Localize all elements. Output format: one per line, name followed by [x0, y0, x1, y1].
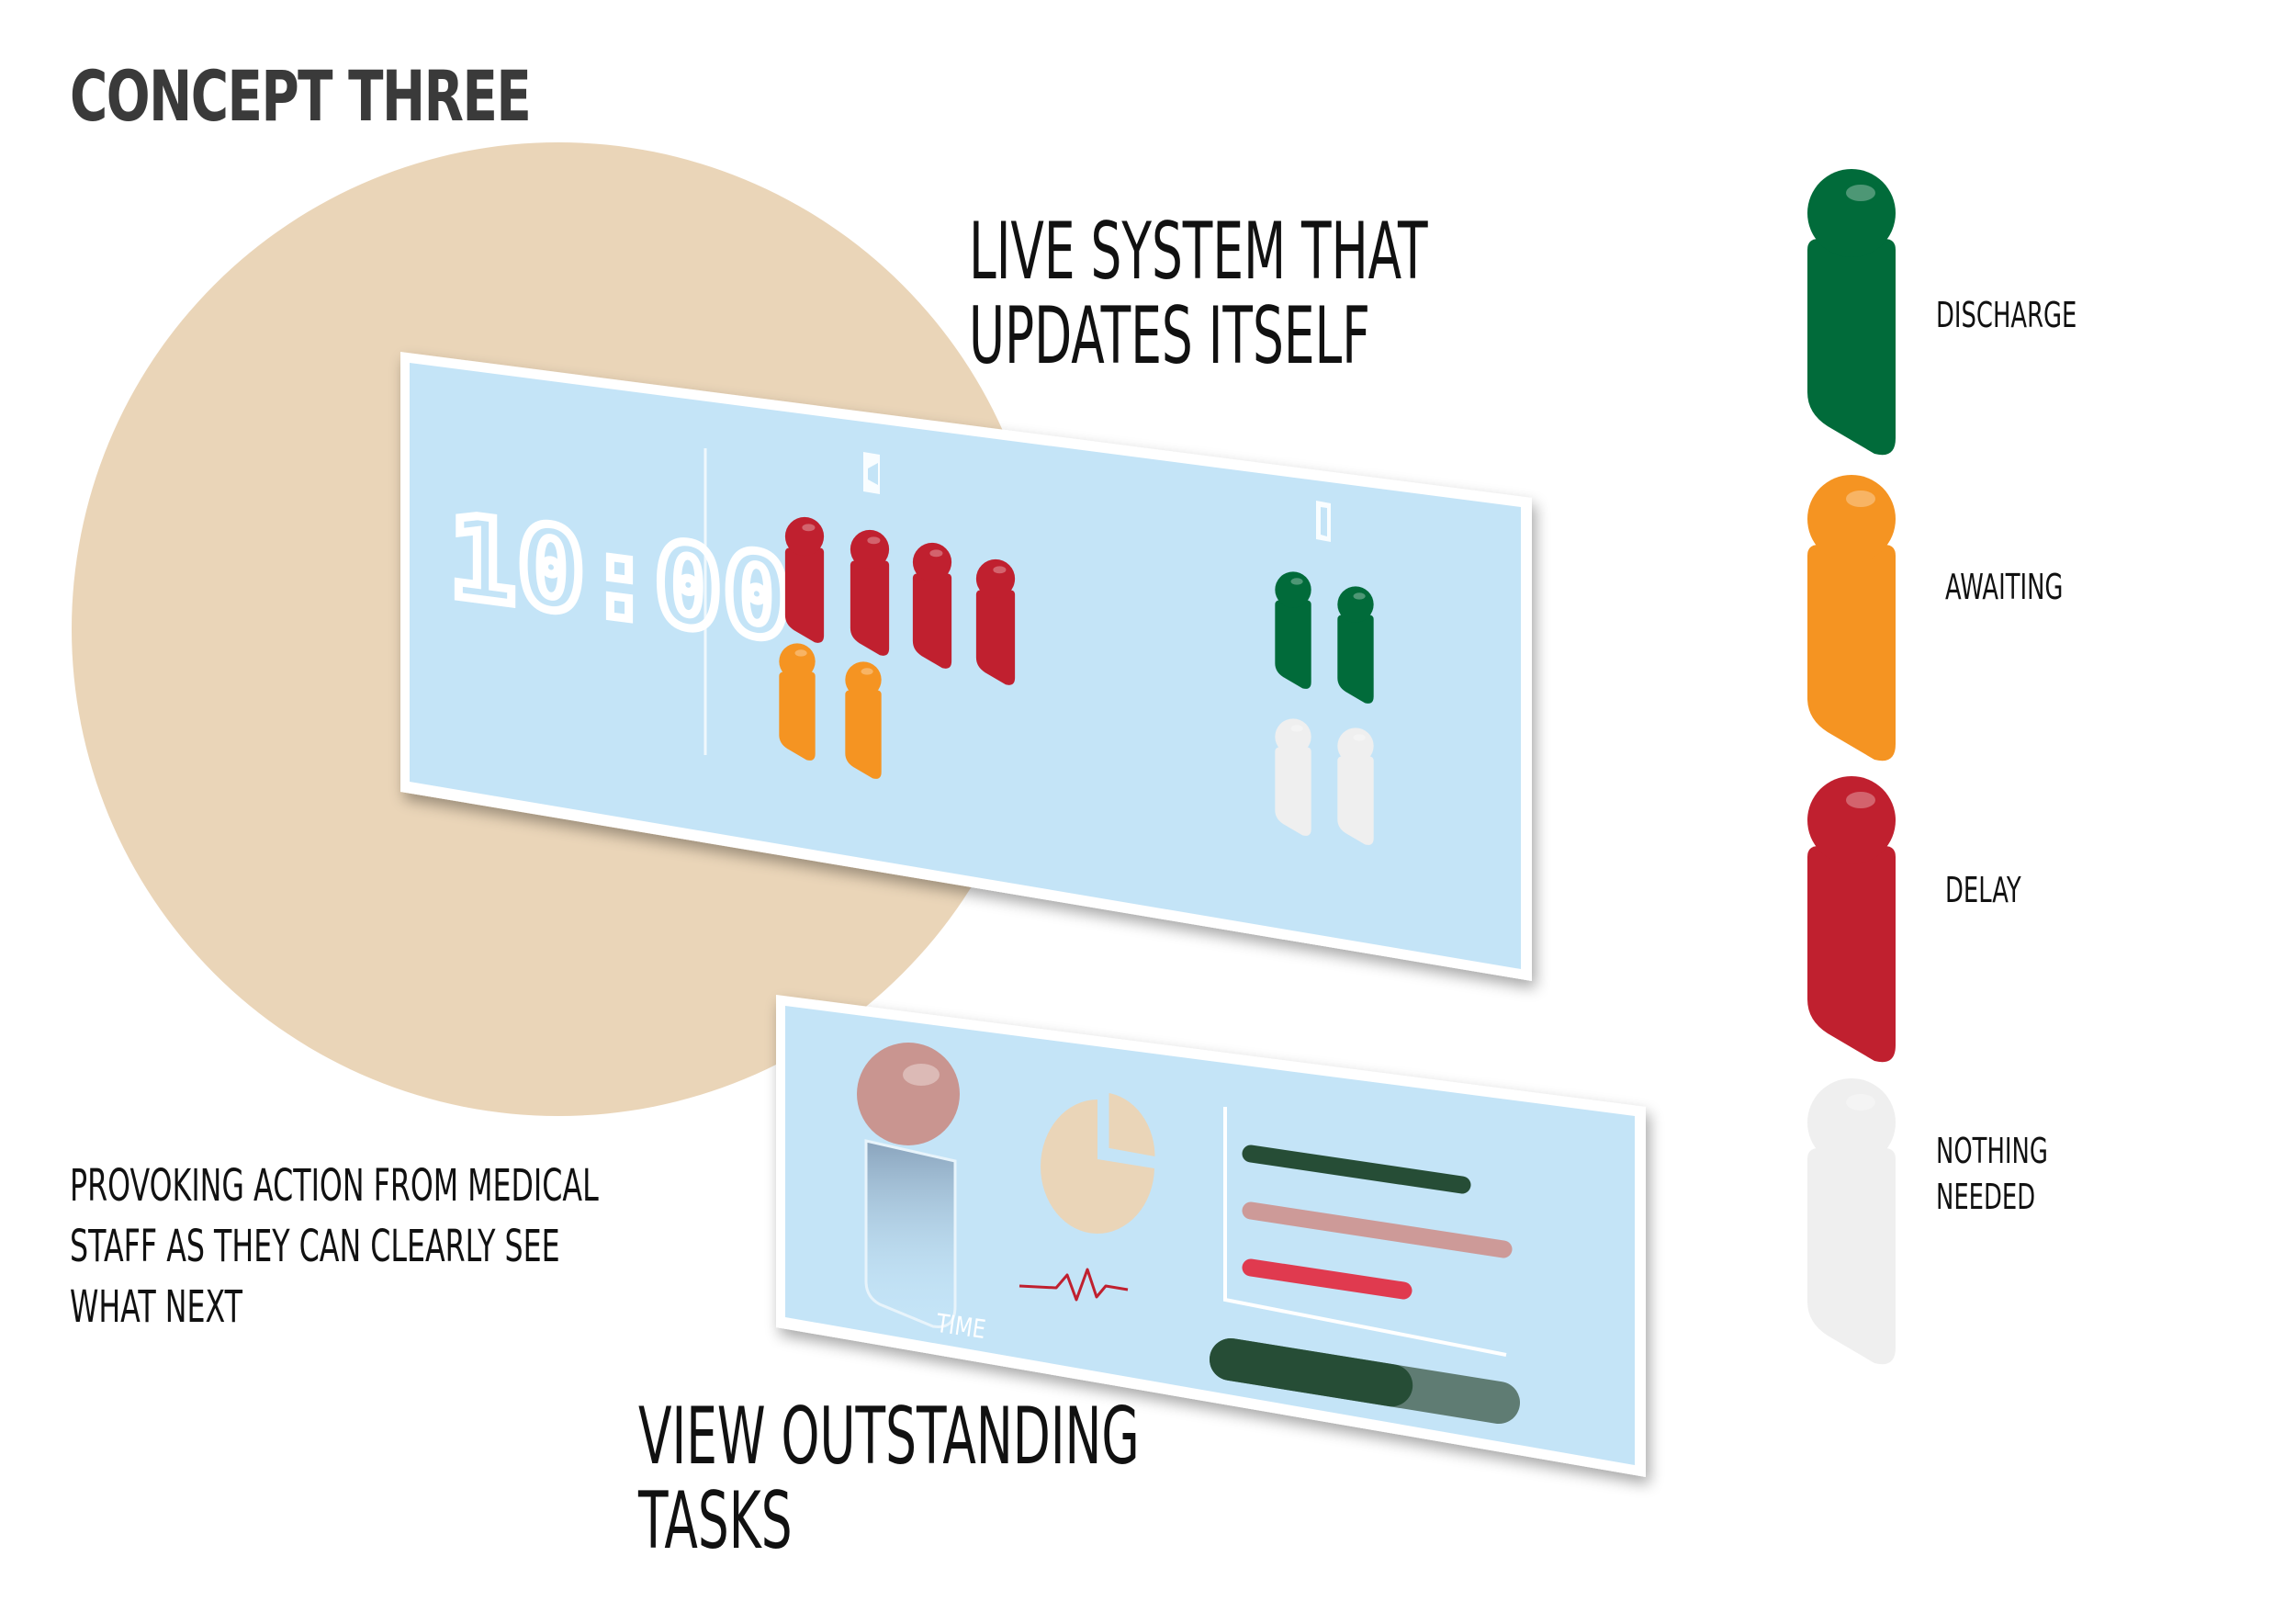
- ward-door-right-icon: [1316, 501, 1331, 542]
- patient-discharge-person-icon: [1275, 571, 1311, 689]
- live-system-screen: 10:00: [400, 352, 1532, 981]
- live-screen-panel: [410, 363, 1521, 969]
- legend-nothing-needed-line-1: NOTHING: [1936, 1131, 2048, 1171]
- patient-delay-person-icon: [975, 558, 1016, 685]
- legend-nothing-needed-person-icon: [1807, 1078, 1896, 1365]
- time-progress: TIME: [934, 1307, 1520, 1424]
- task-bar-pending: [1242, 1201, 1513, 1258]
- legend-nothing-needed-line-2: NEEDED: [1936, 1177, 2036, 1217]
- page-title: CONCEPT THREE: [70, 55, 532, 137]
- patient-nothing-needed-person-icon: [1337, 727, 1374, 845]
- patient-awaiting-person-icon: [779, 643, 816, 761]
- patient-awaiting-person-icon: [845, 661, 882, 779]
- tasks-screen: TIME: [776, 995, 1646, 1477]
- live-system-heading-line-1: LIVE SYSTEM THAT: [969, 206, 1428, 298]
- view-outstanding-tasks-heading: VIEW OUTSTANDING TASKS: [638, 1394, 1140, 1563]
- time-progress-fill: [1210, 1338, 1413, 1407]
- view-outstanding-heading-line-1: VIEW OUTSTANDING: [638, 1391, 1140, 1483]
- patient-delay-person-icon: [784, 516, 825, 643]
- patient-head: [857, 1043, 960, 1145]
- provoking-action-line-1: PROVOKING ACTION FROM MEDICAL: [70, 1160, 599, 1212]
- patient-icon: [857, 1043, 960, 1329]
- live-system-heading-line-2: UPDATES ITSELF: [969, 290, 1370, 382]
- provoking-action-line-3: WHAT NEXT: [70, 1281, 242, 1333]
- legend-nothing-needed-label: NOTHING NEEDED: [1936, 1128, 2048, 1220]
- heartbeat-icon: [1019, 1268, 1129, 1302]
- ward-door-left-icon: [863, 452, 880, 494]
- legend-awaiting-person-icon: [1807, 475, 1896, 761]
- pie-chart-icon: [1041, 1088, 1160, 1235]
- live-figures: [779, 516, 1374, 845]
- patient-body-ghost: [864, 1139, 957, 1329]
- time-label: TIME: [934, 1307, 988, 1344]
- view-outstanding-heading-line-2: TASKS: [638, 1475, 793, 1567]
- provoking-action-text: PROVOKING ACTION FROM MEDICAL STAFF AS T…: [70, 1156, 599, 1337]
- patient-discharge-person-icon: [1337, 586, 1374, 704]
- legend-discharge-label: DISCHARGE: [1936, 295, 2077, 335]
- task-bar-discharge: [1242, 1145, 1471, 1194]
- legend-delay-label: DELAY: [1945, 870, 2021, 910]
- pie-detached-slice: [1104, 1088, 1160, 1162]
- tasks-screen-panel: [785, 1006, 1635, 1465]
- legend-delay-person-icon: [1807, 776, 1896, 1063]
- legend-awaiting-label: AWAITING: [1945, 567, 2064, 607]
- patient-delay-person-icon: [850, 529, 890, 656]
- legend-discharge-person-icon: [1807, 169, 1896, 456]
- patient-delay-person-icon: [912, 542, 952, 669]
- pie-main-slice: [1041, 1100, 1154, 1235]
- task-bar-delay: [1242, 1258, 1412, 1300]
- legend-icons: [1807, 169, 1896, 1365]
- live-system-heading: LIVE SYSTEM THAT UPDATES ITSELF: [969, 209, 1428, 378]
- provoking-action-line-2: STAFF AS THEY CAN CLEARLY SEE: [70, 1221, 560, 1272]
- patient-nothing-needed-person-icon: [1275, 718, 1311, 836]
- bar-chart-axes: [1223, 1107, 1507, 1357]
